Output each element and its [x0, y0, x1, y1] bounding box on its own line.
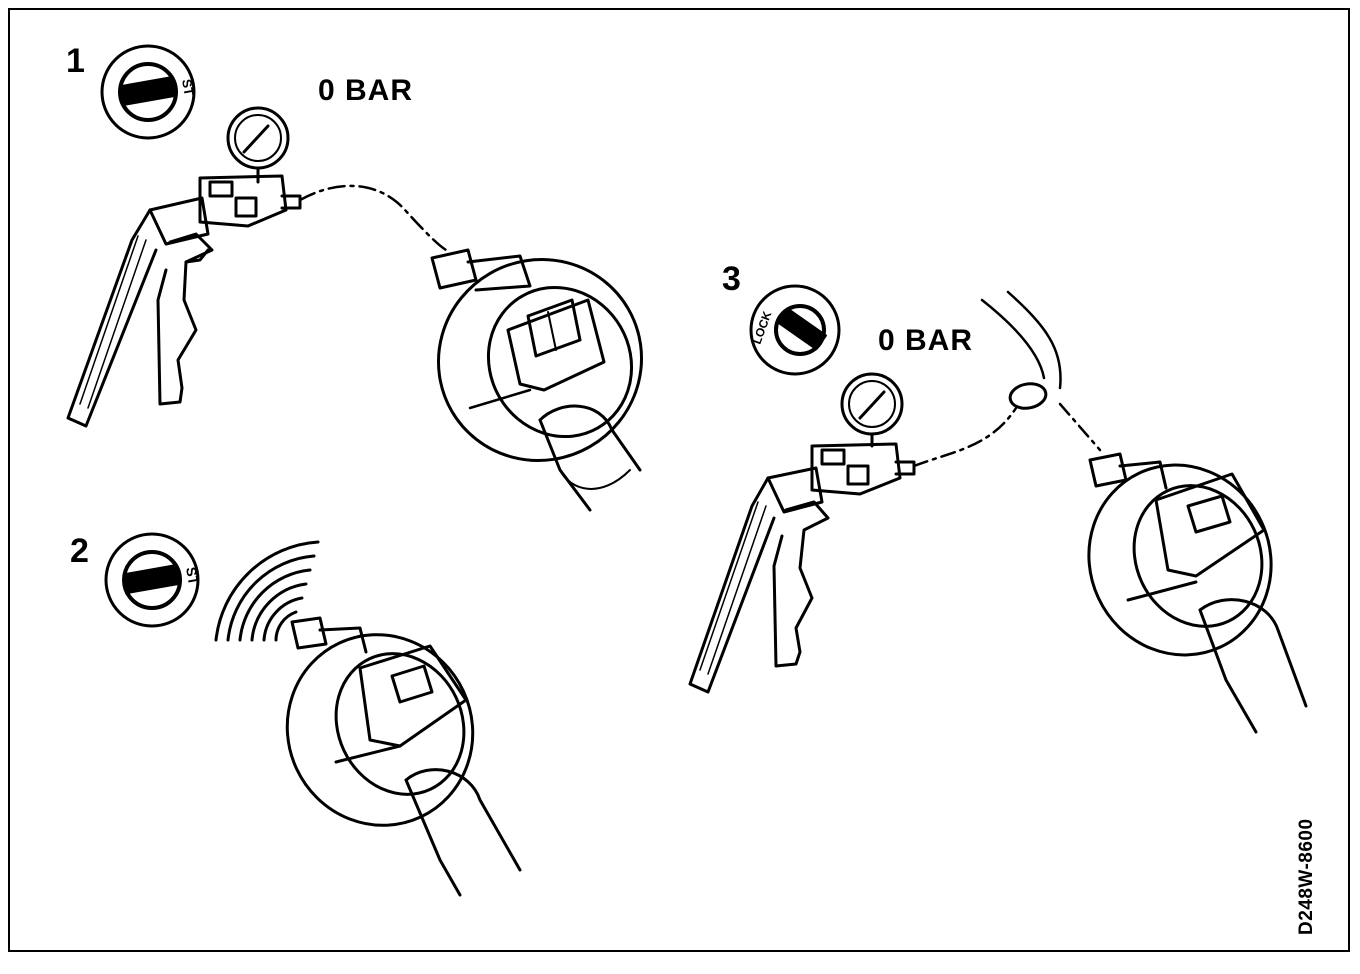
figure-code: D248W-8600	[1296, 818, 1317, 935]
step-3-vacuum-switch-icon	[1087, 452, 1308, 734]
step-1-pressure-label: 0 BAR	[318, 74, 414, 107]
step-1-vacuum-pump-icon	[66, 174, 302, 428]
step-3-vacuum-pump-icon	[688, 442, 916, 694]
step-3-number: 3	[722, 260, 741, 298]
step-3-hose-icon	[912, 290, 1102, 468]
step-2-sound-waves-icon	[214, 540, 320, 642]
step-1-ignition-key-icon: ST	[100, 44, 197, 140]
step-2-vacuum-switch-icon	[285, 616, 522, 897]
step-1-pressure-gauge-icon	[226, 106, 290, 184]
step-3-pressure-label: 0 BAR	[878, 324, 974, 357]
step-3-ignition-key-icon: LOCK	[749, 284, 841, 376]
step-1-number: 1	[66, 42, 85, 80]
step-2-ignition-key-icon: ST	[104, 532, 202, 628]
figure-frame	[8, 8, 1350, 952]
step-2-key-position-label: ST	[183, 566, 202, 587]
step-1-key-position-label: ST	[179, 78, 197, 97]
step-3-pressure-gauge-icon	[840, 372, 904, 448]
step-1-vacuum-switch-icon	[430, 248, 644, 512]
step-1-hose-icon	[298, 184, 448, 252]
step-2-number: 2	[70, 532, 89, 570]
